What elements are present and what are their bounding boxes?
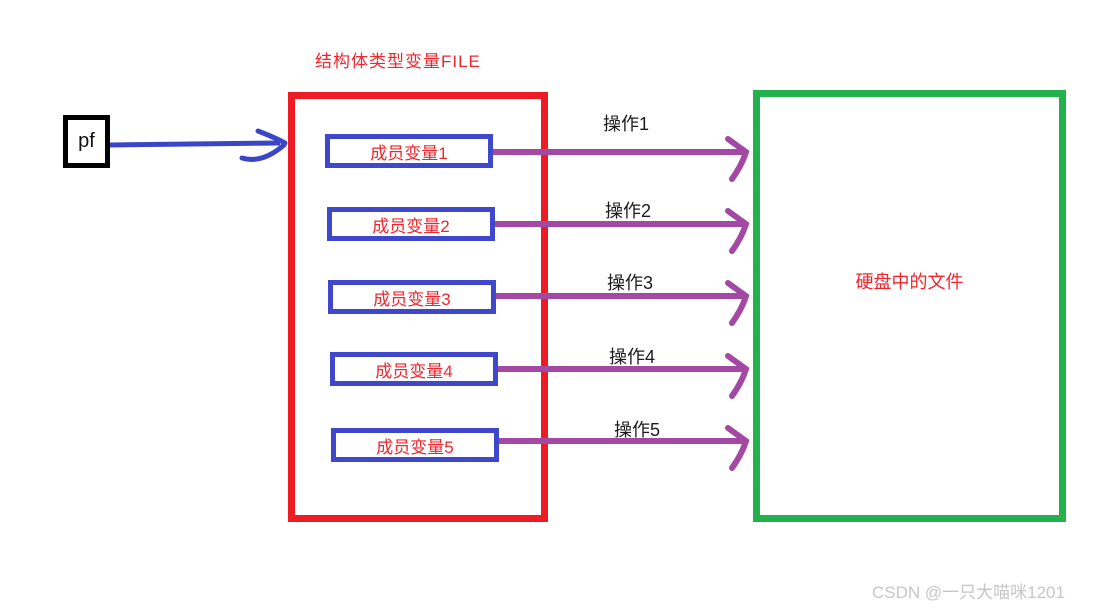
operation-arrow-5 (493, 425, 750, 471)
member-label-4: 成员变量4 (375, 361, 453, 381)
watermark: CSDN @一只大喵咪1201 (872, 583, 1065, 602)
operation-arrow-1 (493, 136, 750, 182)
operation-arrow-2 (493, 208, 750, 254)
pf-label: pf (78, 130, 95, 152)
operation-label-5: 操作5 (614, 420, 661, 440)
operation-label-3: 操作3 (607, 273, 654, 293)
member-label-1: 成员变量1 (370, 143, 448, 163)
operation-arrow-4 (493, 353, 750, 399)
pf-box: pf (63, 115, 110, 168)
operation-label-4: 操作4 (609, 347, 656, 367)
member-label-3: 成员变量3 (373, 289, 451, 309)
operation-label-2: 操作2 (605, 201, 652, 221)
disk-file-box (753, 90, 1066, 522)
disk-file-label: 硬盘中的文件 (855, 272, 964, 292)
operation-label-1: 操作1 (603, 114, 650, 134)
member-box-5: 成员变量5 (331, 428, 499, 462)
file-struct-box (288, 92, 548, 522)
member-label-2: 成员变量2 (372, 216, 450, 236)
struct-title: 结构体类型变量FILE (315, 52, 481, 71)
member-box-4: 成员变量4 (330, 352, 498, 386)
operation-arrow-3 (493, 280, 750, 326)
member-box-3: 成员变量3 (328, 280, 496, 314)
pf-arrow-icon (109, 128, 288, 162)
member-box-2: 成员变量2 (327, 207, 495, 241)
member-label-5: 成员变量5 (376, 437, 454, 457)
member-box-1: 成员变量1 (325, 134, 493, 168)
